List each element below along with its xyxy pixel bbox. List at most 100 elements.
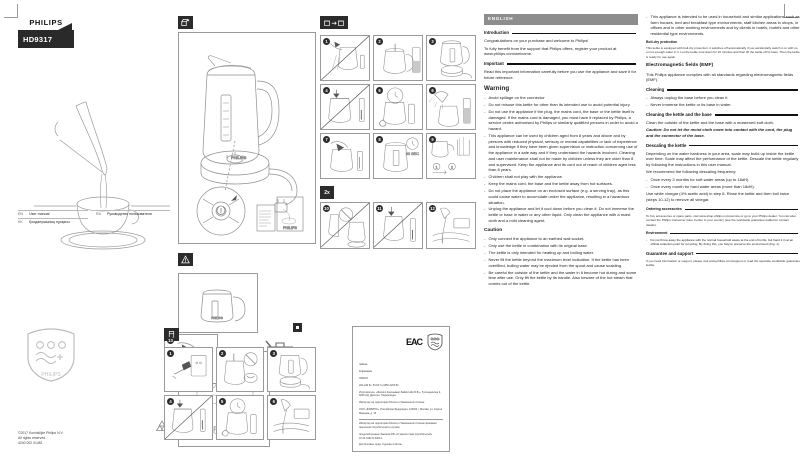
step-number: 4 [167, 397, 174, 405]
list-item: The kettle is only intended for heating … [484, 250, 638, 256]
manual-text-column-left: ENGLISH Introduction Congratulations on … [484, 14, 638, 289]
kettle-fill-icon [320, 16, 348, 29]
philips-shield-logo: PHILIPS [24, 327, 78, 388]
descaling-closing: Use white vinegar (4% acetic acid) in st… [646, 191, 790, 203]
environment-heading: Environment [646, 231, 800, 236]
copyright-line: ©2017 Koninklijke Philips N.V. [18, 430, 64, 435]
box-contents-icon [178, 16, 193, 29]
step-number: 11 [376, 205, 383, 213]
guarantee-heading: Guarantee and support [646, 251, 800, 257]
step-cell-9: 9 1 2 [426, 133, 476, 180]
step-cell-5: 5 [373, 84, 423, 131]
model-number: HD9317 [23, 34, 53, 44]
intro-paragraph: To fully benefit from the support that P… [484, 45, 617, 57]
list-item: Once every 3 months for soft water areas… [646, 177, 800, 183]
step-grid-repeat: 10 11 [320, 202, 476, 249]
decl-line: Импортер на территорию России и Таможенн… [359, 418, 443, 430]
emf-heading: Electromagnetic fields (EMF) [646, 63, 714, 69]
list-item: Children shall not play with the applian… [484, 174, 638, 180]
important-paragraph: Read this important information carefull… [484, 69, 637, 80]
decl-line: Чайник [359, 363, 368, 366]
descaling-paragraph: We recommend the following descaling fre… [646, 169, 737, 175]
language-list-left: EN User manual KK Қолданушының нұсқасы [18, 210, 88, 226]
steps-column: 1 2 [320, 14, 476, 249]
list-item: Always unplug the base before you clean … [646, 95, 800, 101]
step-number: 10 [323, 205, 330, 213]
intro-paragraph: Congratulations on your purchase and wel… [484, 38, 589, 44]
list-item: Never fill the kettle beyond the maximum… [484, 257, 638, 268]
list-item: KK Қолданушының нұсқасы [18, 217, 88, 226]
list-item: This appliance is intended to be used in… [646, 14, 800, 37]
figure-1-badge [293, 322, 302, 332]
step-number: 8 [376, 136, 383, 144]
descale-column: 1 2 [164, 326, 316, 440]
svg-text:PHILIPS: PHILIPS [211, 316, 223, 320]
step-number: 12 [429, 205, 436, 213]
cleaning-caution-text: Caution: Do not let the moist cloth come… [646, 127, 793, 138]
step-cell-12: 12 [426, 202, 476, 249]
manual-text-column-right: This appliance is intended to be used in… [646, 14, 800, 269]
cleaning-kettle-text: Clean the outside of the kettle and the … [646, 119, 775, 125]
step-number: 2 [218, 350, 226, 357]
list-item: Never immerse the kettle or its base in … [646, 102, 800, 108]
decl-line: Кофеварка [359, 369, 372, 373]
document-code: 4240 002 01481 [18, 440, 43, 445]
list-item: RU Руководство пользователя [96, 210, 170, 218]
ordering-text: To buy accessories or spare parts, visit… [646, 213, 796, 227]
svg-text:30 SEC: 30 SEC [406, 152, 419, 156]
descale-cell-2: 2 [215, 347, 265, 392]
cleaning-heading: Cleaning [646, 87, 800, 93]
household-use-list: This appliance is intended to be used in… [646, 14, 800, 37]
decl-line: предусмотренных Законом РФ «О защите пра… [359, 432, 433, 440]
language-code: EN [18, 212, 23, 217]
section-title: Descaling the kettle [646, 142, 687, 148]
step-cell-8: 8 30 SEC [373, 133, 423, 180]
step-grid-main: 1 2 [320, 35, 476, 180]
language-label: Қолданушының нұсқасы [29, 220, 70, 225]
section-title: Guarantee and support [646, 250, 694, 256]
step-cell-11: 11 [373, 202, 423, 249]
philips-shield-icon [427, 333, 443, 351]
step-number: 6 [429, 87, 436, 95]
descale-cell-5: 5 [215, 394, 265, 440]
list-item: Do not use the appliance if the plug, th… [484, 109, 638, 132]
list-item: EN User manual [18, 210, 88, 218]
step-number: 3 [429, 38, 436, 45]
section-title: Ordering accessories [646, 206, 682, 211]
list-item: Only connect the appliance to an earthed… [484, 236, 638, 242]
caution-heading: Caution [484, 227, 503, 233]
svg-text:2: 2 [451, 166, 453, 170]
section-title: Important [484, 61, 504, 67]
step-number: 9 [429, 136, 436, 144]
section-title: Cleaning [646, 87, 665, 93]
list-item: Do not throw away the appliance with the… [646, 238, 800, 247]
list-item: Do not place the appliance on an enclose… [484, 188, 638, 205]
language-label: Руководство пользователя [107, 212, 152, 217]
model-plate: HD9317 [18, 30, 74, 48]
step-cell-4: 4 [320, 84, 370, 131]
list-item: Avoid spillage on the connector [484, 95, 638, 101]
step-number: 1 [323, 38, 330, 45]
svg-text:PHILIPS: PHILIPS [41, 372, 61, 378]
copyright-block: ©2017 Koninklijke Philips N.V. All right… [18, 431, 63, 446]
step-number: 2 [376, 38, 383, 45]
eac-mark: EAC [405, 337, 423, 347]
descaling-heading: Descaling the kettle [646, 143, 800, 149]
step-grid-descale: 1 2 [164, 347, 316, 440]
step-number: 5 [376, 87, 383, 95]
cover-column: PHILIPS HD9317 [14, 14, 174, 454]
descale-cell-1: 1 [164, 347, 213, 392]
cleaning-list: Always unplug the base before you clean … [646, 95, 800, 108]
decl-line: Для бытовых нужд. Сделано в Китае [359, 443, 402, 447]
list-item: Once every month for hard water areas (m… [646, 184, 800, 190]
product-overview-panel: PHILIPS [178, 32, 316, 244]
step-cell-6: 6 [426, 84, 476, 131]
ordering-heading: Ordering accessories [646, 207, 800, 212]
decl-line: ООО «ФИЛИПС», Российская Федерация, 1230… [359, 408, 443, 415]
list-item: Only use the kettle in combination with … [484, 243, 638, 249]
step-cell-1: 1 [320, 35, 370, 82]
guarantee-text: If you need information or support, plea… [646, 258, 800, 268]
language-list-right: RU Руководство пользователя [96, 210, 170, 218]
step-number: 1 [167, 350, 174, 357]
